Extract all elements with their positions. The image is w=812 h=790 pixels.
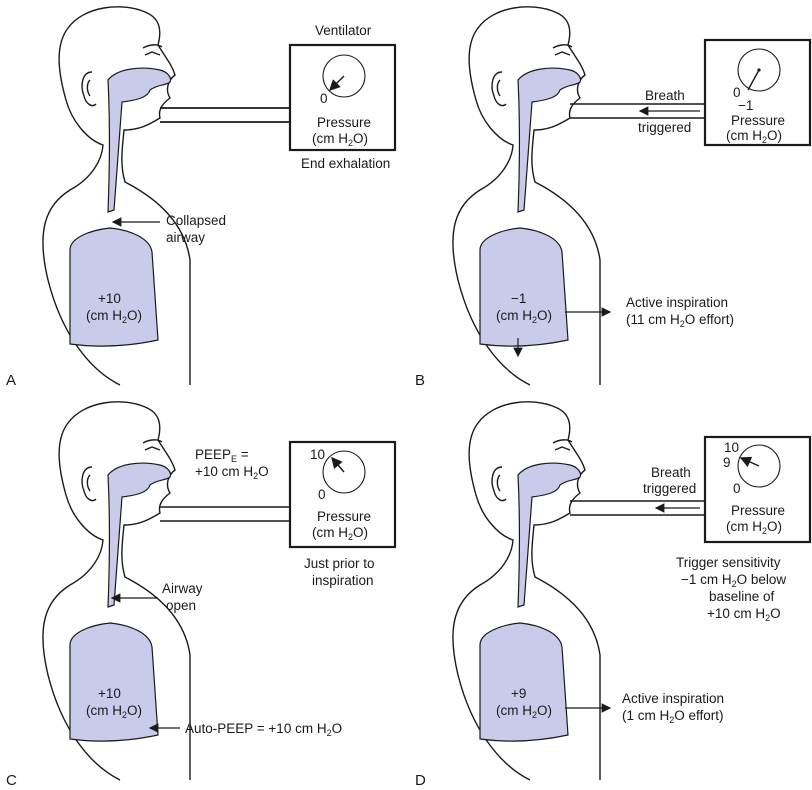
breath-b-2: triggered <box>638 120 691 135</box>
pressure-label-d-2: (cm H2O) <box>726 519 782 536</box>
caption-c-2: inspiration <box>312 573 374 588</box>
trigger-d-3: baseline of <box>709 589 775 604</box>
figure-d <box>452 401 601 781</box>
auto-peep-c: Auto-PEEP = +10 cm H2O <box>185 721 342 738</box>
panel-letter-b: B <box>415 372 425 389</box>
caption-a: End exhalation <box>301 156 390 171</box>
needle-c <box>331 456 345 473</box>
lung-unit-c: (cm H2O) <box>86 703 142 720</box>
figure-a <box>42 6 191 386</box>
needle-d <box>739 456 760 468</box>
peep-c-2: +10 cm H2O <box>195 464 269 481</box>
ventilator-title: Ventilator <box>315 23 372 38</box>
effort-d-1: Active inspiration <box>622 691 724 706</box>
gauge-zero-a: 0 <box>320 91 328 106</box>
lung-value-d: +9 <box>511 686 526 701</box>
effort-d-2: (1 cm H2O effort) <box>622 708 724 725</box>
panel-c: 10 0 Pressure (cm H2O) Just prior to ins… <box>6 401 397 789</box>
effort-b-1: Active inspiration <box>626 295 728 310</box>
gauge-minus-b: −1 <box>738 98 753 113</box>
trigger-d-1: Trigger sensitivity <box>676 555 781 570</box>
breath-d-2: triggered <box>643 481 696 496</box>
callout-a-2: airway <box>166 230 205 245</box>
peep-c-1: PEEPE = <box>195 447 249 464</box>
pressure-label-a-2: (cm H2O) <box>312 131 368 148</box>
lung-unit-a: (cm H2O) <box>86 308 142 325</box>
lung-value-c: +10 <box>98 686 121 701</box>
lung-unit-b: (cm H2O) <box>496 308 552 325</box>
effort-b-2: (11 cm H2O effort) <box>626 312 734 329</box>
needle-a <box>329 75 345 91</box>
gauge-zero-b: 0 <box>733 85 741 100</box>
trigger-d-2: −1 cm H2O below <box>681 572 786 589</box>
gauge-nine-d: 9 <box>723 455 731 470</box>
panel-a: 0 Ventilator Pressure (cm H2O) End exhal… <box>6 6 397 389</box>
breath-b-1: Breath <box>645 88 685 103</box>
callout-c-1: Airway <box>162 581 203 596</box>
panel-letter-a: A <box>6 372 16 389</box>
gauge-ten-d: 10 <box>724 440 739 455</box>
gauge-zero-c: 0 <box>318 487 326 502</box>
figure-b <box>452 6 601 386</box>
callout-a-1: Collapsed <box>166 213 226 228</box>
lung-value-b: −1 <box>511 291 526 306</box>
pressure-label-b-1: Pressure <box>731 113 785 128</box>
pressure-label-a-1: Pressure <box>317 115 371 130</box>
caption-c-1: Just prior to <box>304 556 375 571</box>
ventilator-box-d <box>703 435 812 544</box>
lung-value-a: +10 <box>98 291 121 306</box>
lung-unit-d: (cm H2O) <box>496 703 552 720</box>
panel-letter-d: D <box>415 772 426 789</box>
pressure-label-d-1: Pressure <box>731 503 785 518</box>
gauge-zero-d: 0 <box>733 481 741 496</box>
pressure-label-c-1: Pressure <box>317 509 371 524</box>
trigger-d-4: +10 cm H2O <box>707 606 781 623</box>
callout-c-2: open <box>166 598 196 613</box>
gauge-ten-c: 10 <box>310 447 325 462</box>
breath-d-1: Breath <box>651 465 691 480</box>
needle-b <box>747 69 760 91</box>
pressure-label-b-2: (cm H2O) <box>726 128 782 145</box>
panel-letter-c: C <box>6 772 17 789</box>
panel-d: 10 9 0 Pressure (cm H2O) Breath triggere… <box>415 401 812 789</box>
pressure-label-c-2: (cm H2O) <box>312 525 368 542</box>
panel-b: 0 −1 Pressure (cm H2O) Breath triggered … <box>415 6 812 389</box>
